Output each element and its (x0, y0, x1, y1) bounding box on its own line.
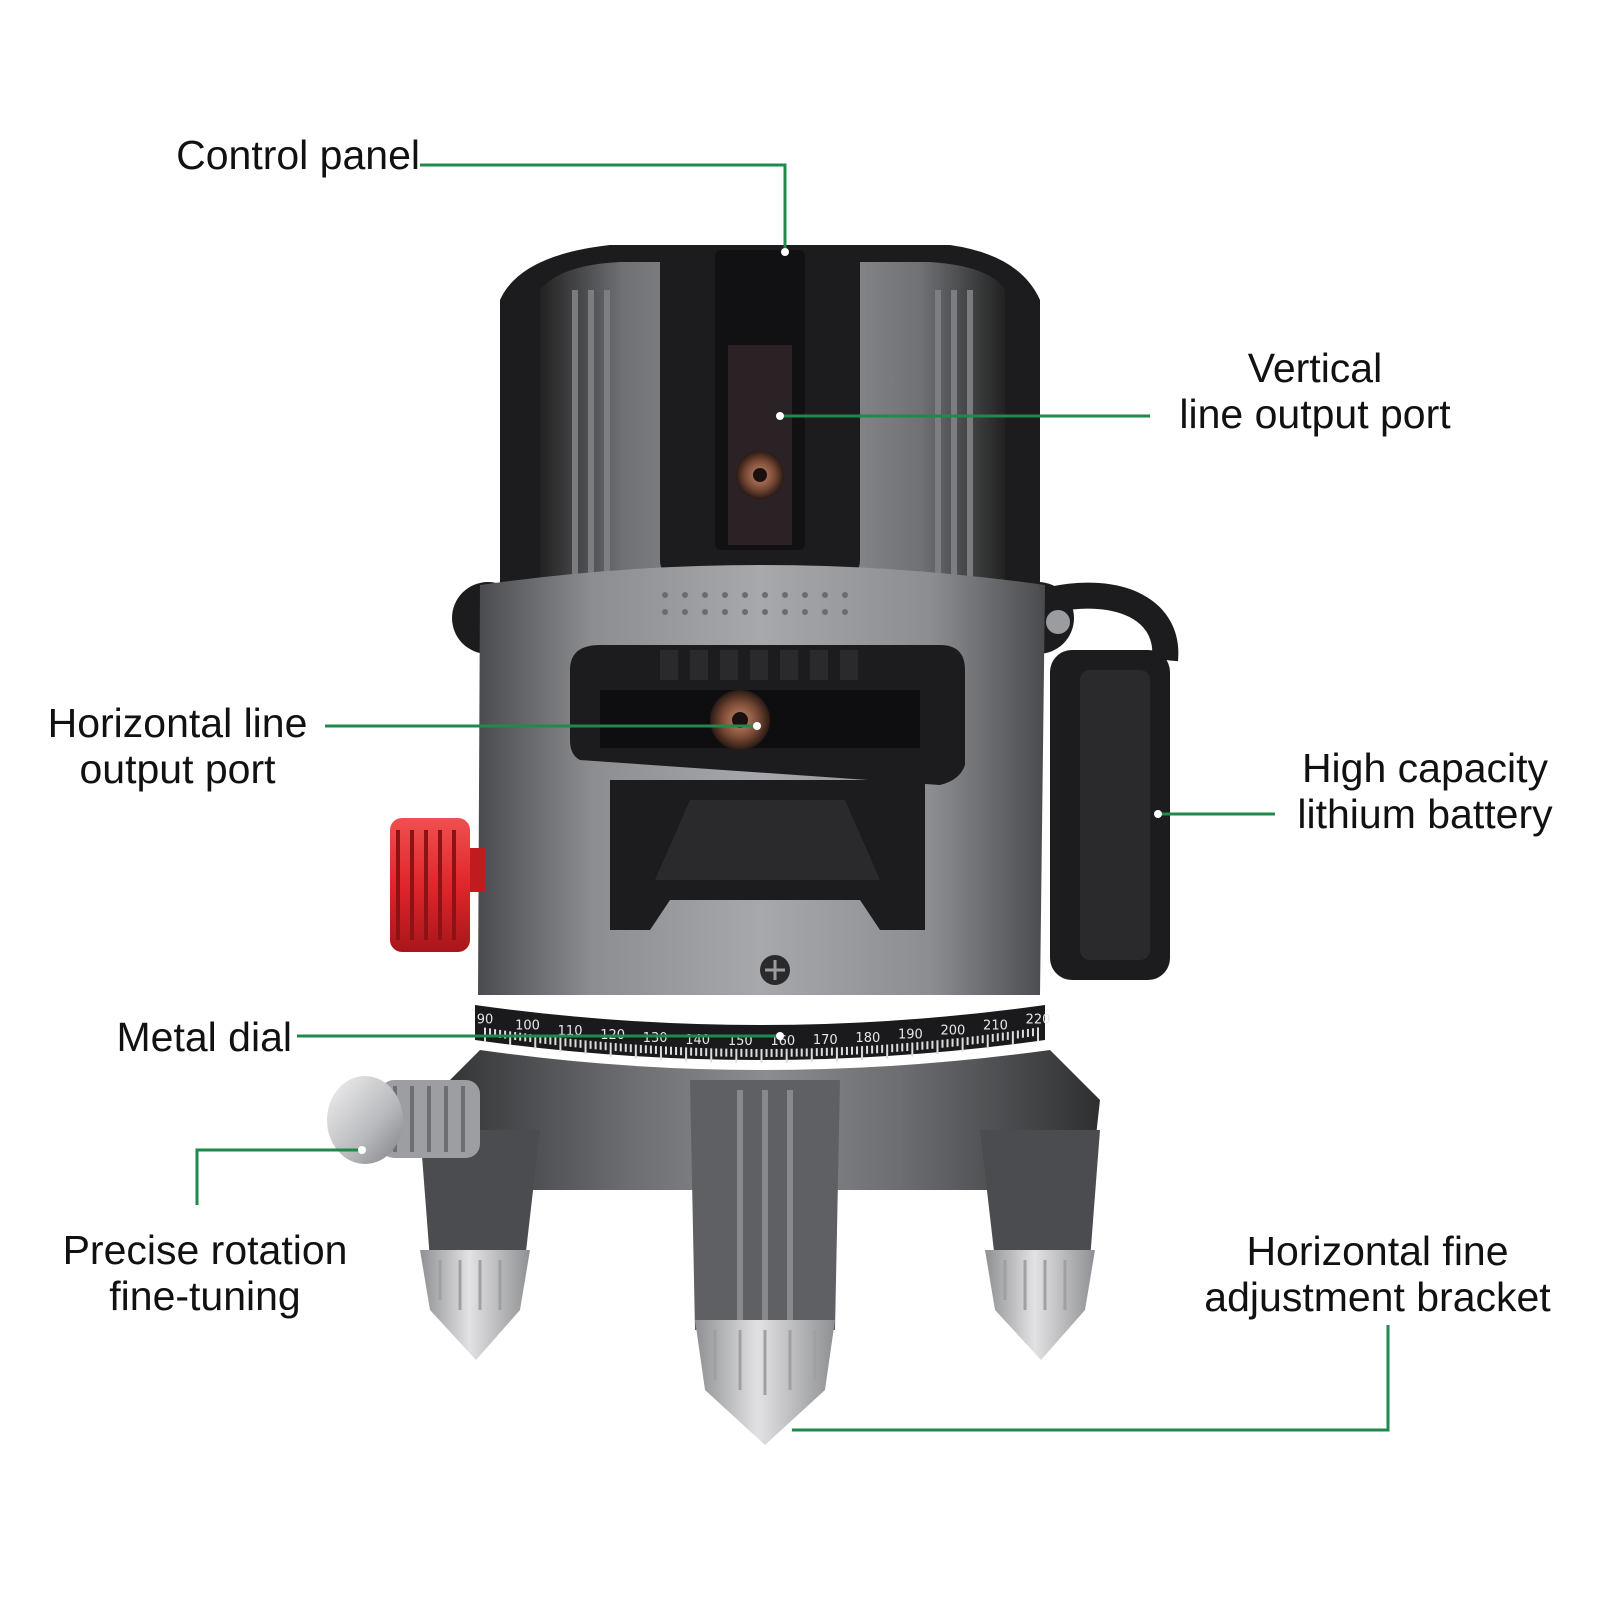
dial-number: 220 (1026, 1012, 1051, 1027)
dial-number: 150 (728, 1034, 753, 1049)
label-bracket-line2: adjustment bracket (1204, 1274, 1551, 1320)
top-head (500, 245, 1040, 612)
dial-number: 200 (941, 1024, 966, 1039)
red-lock-knob (390, 818, 485, 952)
label-horizontal-port-line2: output port (79, 746, 276, 792)
label-vertical-port-line1: Vertical (1247, 345, 1383, 391)
label-battery-line1: High capacity (1301, 745, 1549, 791)
label-vertical-port: Vertical line output port (1150, 345, 1480, 437)
dial-number: 170 (813, 1033, 838, 1048)
leader-bracket (788, 1325, 1390, 1432)
main-body (478, 565, 1045, 995)
label-rotation-line1: Precise rotation (62, 1227, 348, 1273)
leader-endpoints (358, 248, 1162, 1434)
leader-rotation (195, 1148, 362, 1205)
label-rotation: Precise rotation fine-tuning (40, 1227, 370, 1319)
label-metal-dial-text: Metal dial (116, 1014, 292, 1060)
label-battery-line2: lithium battery (1297, 791, 1553, 837)
dial-number: 180 (855, 1031, 880, 1046)
leader-lines (195, 163, 1390, 1432)
label-control-panel: Control panel (120, 132, 420, 178)
label-bracket-line1: Horizontal fine (1246, 1228, 1509, 1274)
battery-pack (1047, 582, 1179, 980)
label-rotation-line2: fine-tuning (109, 1273, 301, 1319)
label-horizontal-port-line1: Horizontal line (47, 700, 308, 746)
rotation-knob (327, 1076, 480, 1164)
label-battery: High capacity lithium battery (1270, 745, 1580, 837)
label-control-panel-text: Control panel (176, 132, 420, 178)
dial-number: 130 (643, 1031, 668, 1046)
leader-control-panel (420, 163, 787, 250)
dial-number: 90 (477, 1013, 494, 1028)
dial-number: 100 (515, 1019, 540, 1034)
dial-number: 190 (898, 1028, 923, 1043)
label-metal-dial: Metal dial (60, 1014, 292, 1060)
label-horizontal-port: Horizontal line output port (30, 700, 325, 792)
label-bracket: Horizontal fine adjustment bracket (1180, 1228, 1575, 1320)
label-vertical-port-line2: line output port (1179, 391, 1451, 437)
dial-number: 210 (983, 1019, 1008, 1034)
tripod-base (420, 1050, 1100, 1445)
